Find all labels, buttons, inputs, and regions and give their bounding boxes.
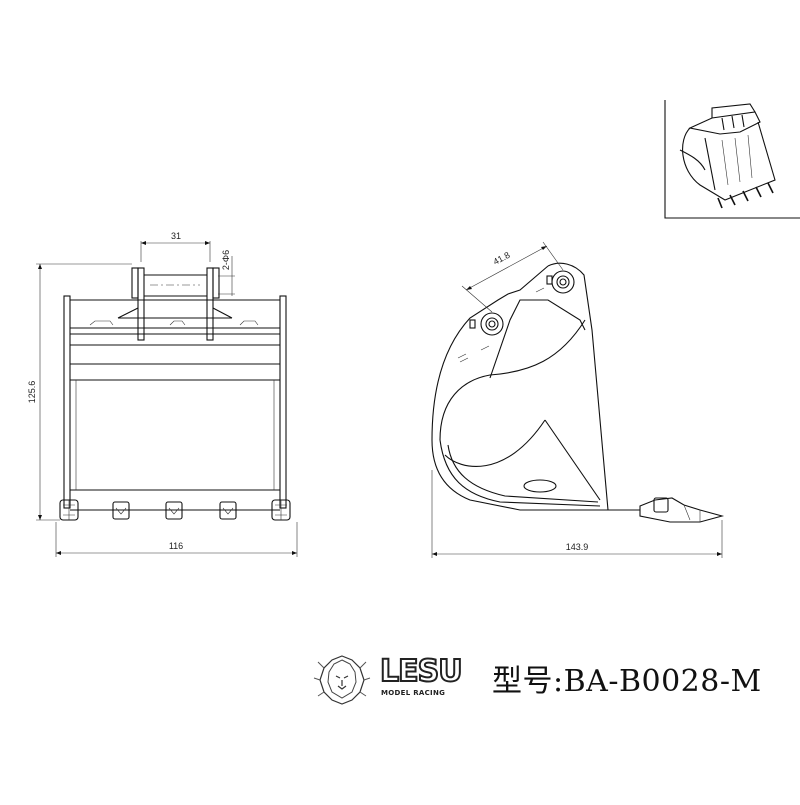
pin-boss-rear: [480, 312, 504, 336]
bucket-back-outline: [547, 262, 640, 511]
bucket-outer-shell: [431, 265, 608, 511]
tooth: [219, 501, 237, 520]
bucket-slot: [523, 479, 557, 493]
dim-label-116: 116: [169, 541, 183, 551]
dim-pin-spacing: 31: [140, 231, 211, 262]
dim-pin-center: 41.8: [461, 241, 564, 313]
dim-label-holes: 2-Φ6: [221, 250, 231, 270]
dim-height: 125.6: [27, 263, 132, 521]
tooth: [165, 501, 183, 520]
dim-label-125-6: 125.6: [27, 381, 37, 404]
model-number-label: 型号:BA-B0028-M: [492, 664, 762, 699]
right-ear: [206, 267, 214, 341]
brand-subtitle: MODEL RACING: [381, 689, 446, 697]
tooth: [112, 501, 130, 520]
isometric-bucket-icon: [679, 103, 776, 209]
side-tooth-assembly: [639, 497, 725, 523]
dim-label-143-9: 143.9: [566, 542, 589, 552]
dim-pin-holes: 2-Φ6: [218, 250, 235, 296]
dim-label-41-8: 41.8: [492, 250, 512, 267]
lion-logo-icon: [313, 655, 371, 705]
dim-length: 143.9: [431, 470, 723, 558]
left-ear: [137, 267, 145, 341]
dim-label-31: 31: [171, 231, 181, 241]
front-view: 31 2-Φ6 125.6 116: [27, 231, 298, 557]
inset-frame: [664, 100, 800, 219]
dim-width: 116: [55, 522, 298, 557]
pin-boss-front: [551, 270, 575, 294]
side-view: 41.8 143.9: [431, 241, 725, 558]
brand-logo: LESU MODEL RACING: [379, 654, 466, 700]
brand-name: LESU: [379, 654, 464, 689]
isometric-inset: [664, 100, 800, 219]
teeth-row: [59, 499, 291, 521]
